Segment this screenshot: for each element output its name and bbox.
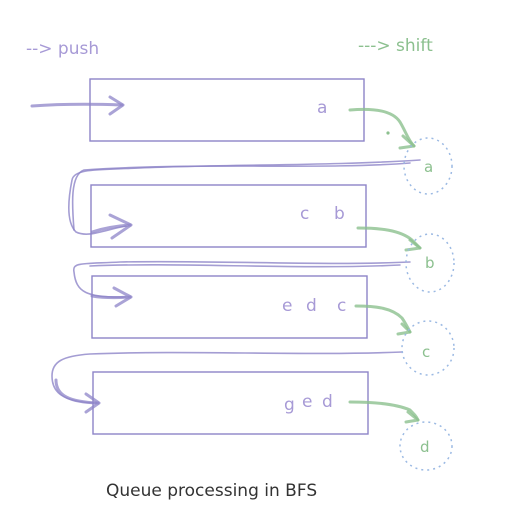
queue-3-item-1: e — [282, 296, 292, 316]
shift-arrow-1 — [348, 107, 416, 150]
queue-3-item-2: d — [306, 296, 317, 316]
queue-1-item-1: a — [317, 98, 327, 118]
queue-4-item-2: e — [302, 392, 312, 412]
output-label-c: c — [422, 343, 430, 361]
queue-box-3 — [91, 275, 368, 339]
output-label-b: b — [425, 254, 435, 272]
queue-4-item-3: d — [322, 392, 333, 412]
output-node-d: d — [399, 421, 453, 471]
output-label-a: a — [424, 158, 433, 176]
output-node-b: b — [405, 233, 455, 293]
output-label-d: d — [420, 438, 430, 456]
queue-3-item-3: c — [337, 296, 346, 316]
shift-arrow-3 — [354, 304, 412, 336]
output-node-c: c — [401, 320, 455, 376]
queue-2-item-1: c — [300, 204, 309, 224]
push-arrow-2 — [67, 159, 421, 240]
shift-arrow-2 — [356, 226, 422, 252]
queue-4-item-1: g — [284, 395, 295, 415]
shift-arrow-4 — [348, 400, 420, 424]
queue-box-2 — [90, 184, 367, 248]
push-arrow-3 — [73, 260, 411, 308]
diagram-caption: Queue processing in BFS — [106, 481, 317, 501]
queue-2-item-2: b — [334, 204, 345, 224]
output-node-a: a — [403, 137, 453, 195]
legend-shift: ---> shift — [358, 36, 433, 56]
legend-push: --> push — [26, 39, 99, 59]
push-arrow-1 — [30, 95, 125, 116]
push-arrow-4 — [51, 351, 403, 414]
